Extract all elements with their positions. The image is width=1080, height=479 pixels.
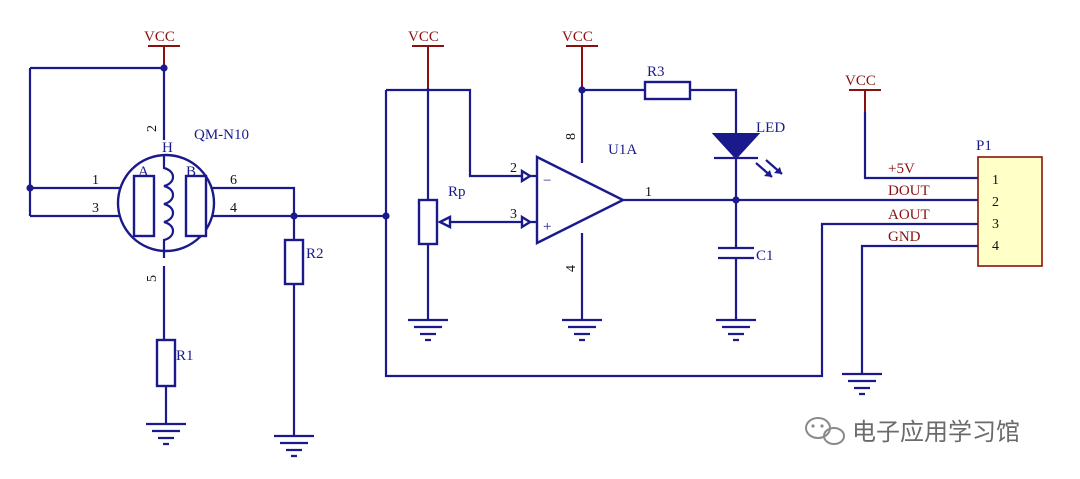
sensor-heater-coil: [162, 155, 175, 258]
resistor-r1-body: [155, 338, 177, 388]
vcc-label-header: VCC: [845, 73, 876, 89]
header-body: [977, 156, 1043, 267]
resistor-r3: R3: [578, 64, 738, 134]
ground-symbol-r1: [146, 422, 186, 446]
opamp-pin-2: 2: [510, 161, 517, 176]
header-pin-3: 3: [992, 217, 999, 232]
gas-sensor: H A B QM-N10 1 3 6 4 2 5: [26, 64, 390, 340]
potentiometer-label: Rp: [448, 184, 466, 200]
led-triangle: [711, 133, 761, 160]
sensor-electrode-a-label: A: [138, 164, 149, 180]
opamp-input-arrow-inv: [520, 168, 533, 184]
ground-symbol-r2: [274, 434, 314, 458]
vcc-symbol-opamp: VCC: [562, 29, 598, 88]
sensor-pin-1: 1: [92, 173, 99, 188]
resistor-r1-label: R1: [176, 348, 194, 364]
sensor-pin-3: 3: [92, 201, 99, 216]
header-label: P1: [976, 138, 992, 154]
potentiometer-wiper-arrow: [437, 215, 452, 229]
led: LED: [711, 120, 785, 200]
resistor-r2-body: [283, 238, 305, 286]
vcc-symbol-sensor: VCC: [144, 29, 180, 68]
header-signal-5v: +5V: [888, 161, 915, 177]
resistor-r3-label: R3: [647, 64, 665, 80]
led-label: LED: [756, 120, 785, 136]
ground-symbol-header: [842, 372, 882, 396]
opamp-u1a: − + U1A 2 3 1 8 4: [510, 88, 652, 320]
header-pin-4: 4: [992, 239, 999, 254]
capacitor-c1: C1: [718, 200, 774, 320]
sensor-electrode-a: [132, 174, 156, 238]
opamp-plus-sign: +: [543, 219, 551, 235]
header-signal-dout: DOUT: [888, 183, 930, 199]
opamp-pin-8: 8: [564, 133, 579, 140]
ground-symbol-c1: [716, 318, 756, 342]
sensor-pin-6: 6: [230, 173, 237, 188]
opamp-pin-1: 1: [645, 185, 652, 200]
potentiometer-body: [417, 198, 439, 246]
resistor-r1: R1: [155, 338, 194, 424]
sensor-pin-5: 5: [145, 275, 160, 282]
opamp-pin-3: 3: [510, 207, 517, 222]
sensor-electrode-b: [184, 174, 208, 238]
watermark: 电子应用学习馆: [805, 417, 1020, 446]
sensor-loop-wire: [28, 66, 164, 218]
resistor-r2: R2: [283, 216, 324, 436]
header-pin-1: 1: [992, 173, 999, 188]
vcc-label-sensor: VCC: [144, 29, 175, 45]
resistor-r3-body: [643, 80, 692, 101]
sensor-pin-4: 4: [230, 201, 237, 216]
sensor-heater-label: H: [162, 140, 173, 156]
vcc-label-opamp: VCC: [562, 29, 593, 45]
header-signal-gnd: GND: [888, 229, 921, 245]
opamp-minus-sign: −: [543, 173, 551, 189]
watermark-text: 电子应用学习馆: [852, 418, 1020, 446]
opamp-label: U1A: [608, 142, 637, 158]
capacitor-label: C1: [756, 248, 774, 264]
header-p1: P1 1 2 3 4 +5V DOUT AOUT GND: [860, 112, 1043, 374]
header-pin-2: 2: [992, 195, 999, 210]
ground-symbol-pot: [408, 318, 448, 342]
led-light-arrows: [764, 167, 782, 177]
resistor-r2-label: R2: [306, 246, 324, 262]
vcc-label-pot: VCC: [408, 29, 439, 45]
sensor-name: QM-N10: [194, 127, 249, 143]
opamp-input-arrow-noninv: [520, 214, 533, 230]
vcc-symbol-header: VCC: [845, 73, 881, 112]
header-signal-aout: AOUT: [888, 207, 930, 223]
sensor-pin-2: 2: [145, 125, 160, 132]
opamp-triangle: [535, 155, 626, 245]
sensor-electrode-b-label: B: [186, 164, 196, 180]
opamp-pin-4: 4: [564, 265, 579, 272]
vcc-symbol-pot: VCC: [408, 29, 444, 88]
potentiometer-rp: Rp: [417, 88, 530, 320]
ground-symbol-opamp: [562, 318, 602, 342]
wechat-icon: [805, 417, 845, 445]
